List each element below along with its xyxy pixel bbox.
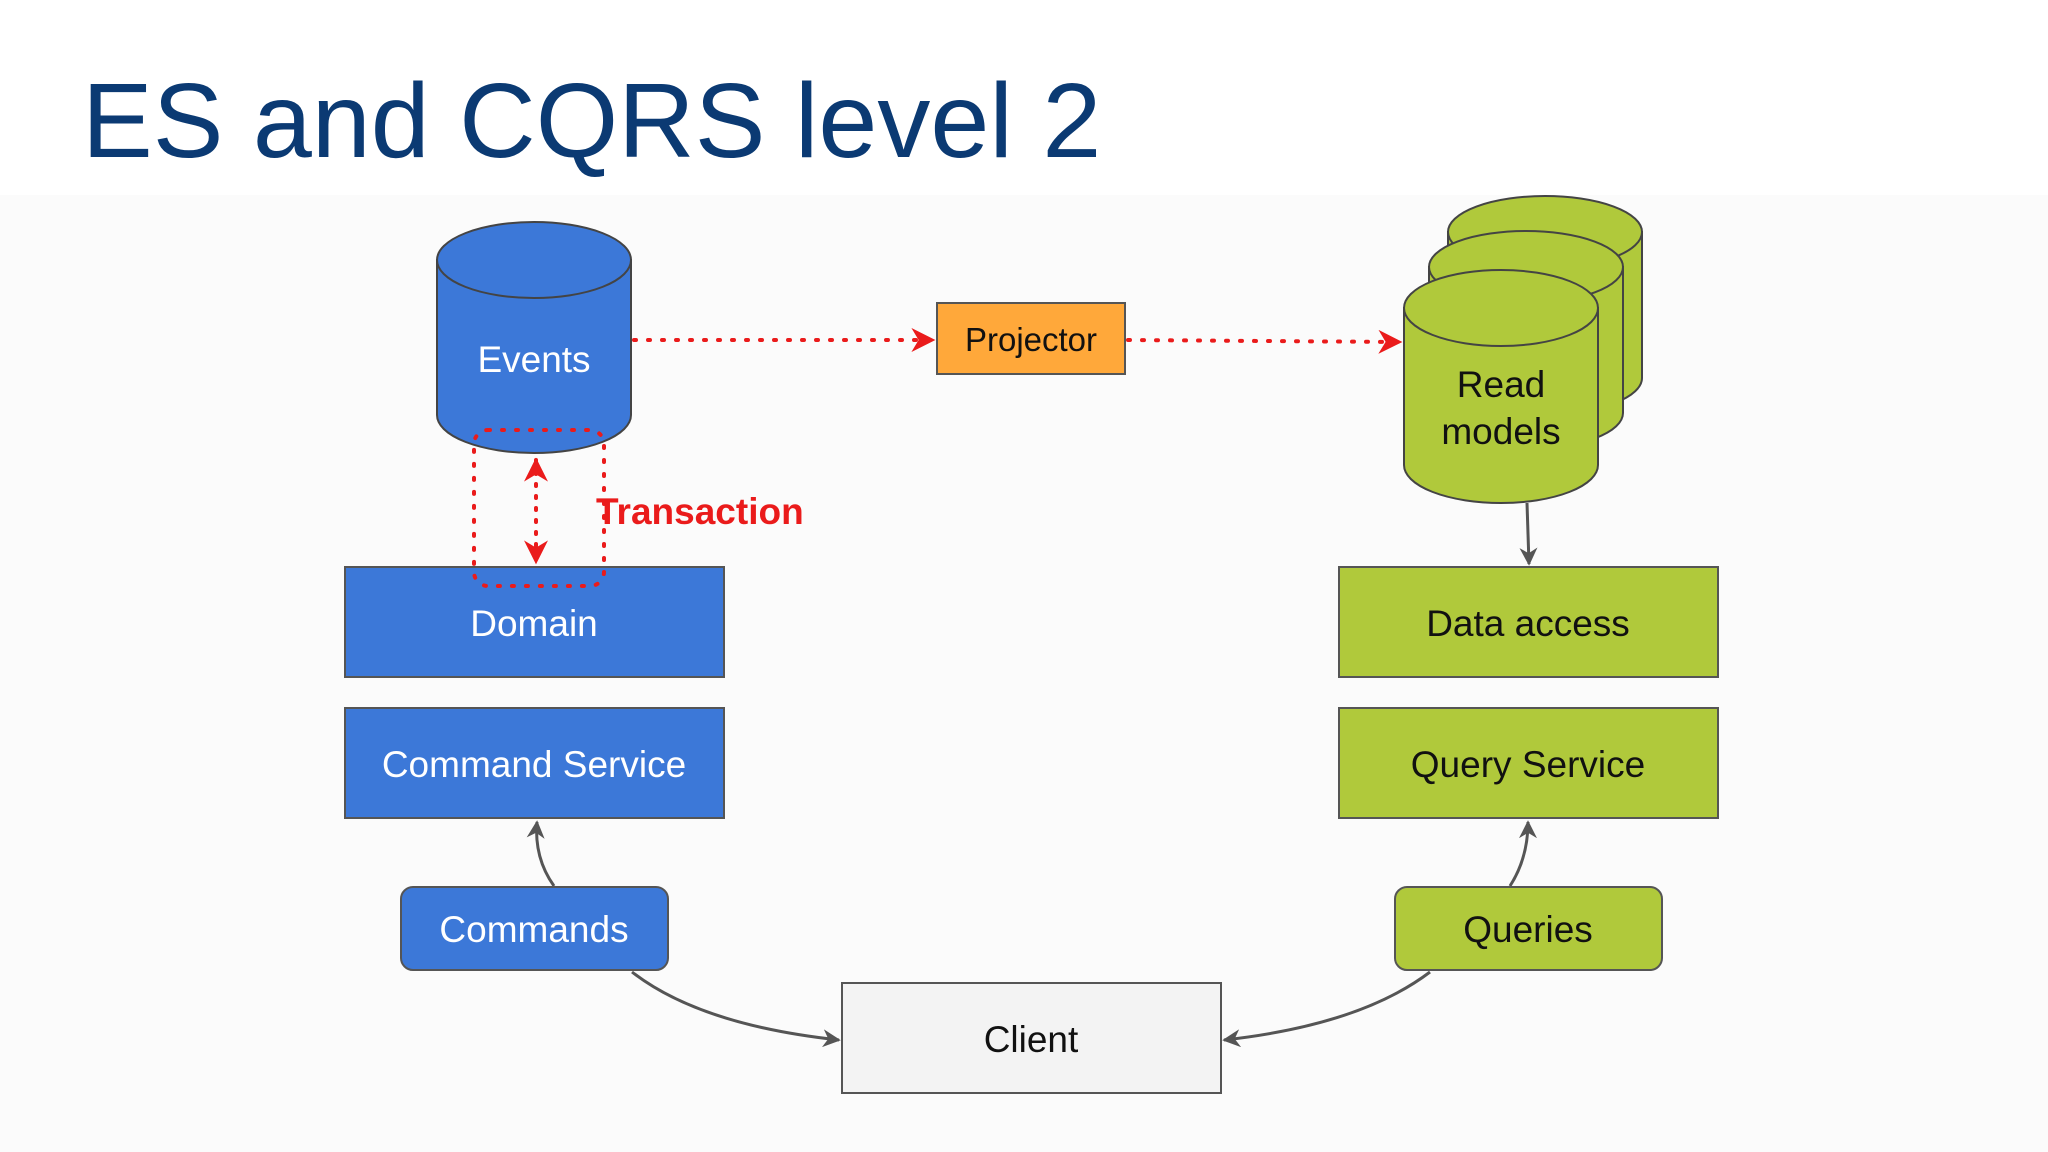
events-database: Events [436, 221, 632, 454]
projector-label: Projector [965, 321, 1097, 358]
commands-to-client-arrow [631, 970, 841, 1048]
command-service-box [344, 707, 725, 819]
transaction-boundary [472, 428, 606, 588]
commands-box [400, 886, 669, 971]
commands-label: Commands [439, 909, 628, 950]
query-service-box [1338, 707, 1719, 819]
events-cylinder-top [436, 221, 632, 299]
query-service-label: Query Service [1411, 744, 1645, 785]
queries-to-client-arrow [1222, 970, 1431, 1048]
data-access-label: Data access [1426, 603, 1630, 644]
projector-node: Projector [936, 302, 1126, 375]
queries-box [1394, 886, 1663, 971]
read-models-cylinder-front-top [1403, 269, 1599, 347]
queries-node: Queries [1394, 886, 1663, 971]
events-label: Events [477, 339, 590, 380]
read-models-label-line2: models [1441, 411, 1560, 452]
domain-label: Domain [470, 603, 598, 644]
slide-title: ES and CQRS level 2 [82, 62, 1102, 180]
read-models-database: Read models [1403, 195, 1643, 504]
data-access-box [1338, 566, 1719, 678]
projector-box [936, 302, 1126, 375]
projector-to-read-models-arrow [1126, 329, 1403, 354]
read-models-to-data-access-arrow [1519, 502, 1538, 566]
data-access-node: Data access [1338, 566, 1719, 678]
transaction-label: Transaction [596, 491, 804, 532]
client-box [841, 982, 1222, 1094]
client-label: Client [984, 1019, 1079, 1060]
client-node: Client [841, 982, 1222, 1094]
queries-to-query-service-arrow [1508, 820, 1537, 887]
queries-label: Queries [1463, 909, 1593, 950]
commands-to-command-service-arrow [526, 820, 556, 887]
read-models-cylinder-front [1403, 307, 1599, 504]
domain-node: Domain [344, 566, 725, 678]
read-models-label-line1: Read [1457, 364, 1545, 405]
events-cylinder-body [436, 259, 632, 454]
query-service-node: Query Service [1338, 707, 1719, 819]
command-service-label: Command Service [382, 744, 686, 785]
domain-box [344, 566, 725, 678]
commands-node: Commands [400, 886, 669, 971]
command-service-node: Command Service [344, 707, 725, 819]
